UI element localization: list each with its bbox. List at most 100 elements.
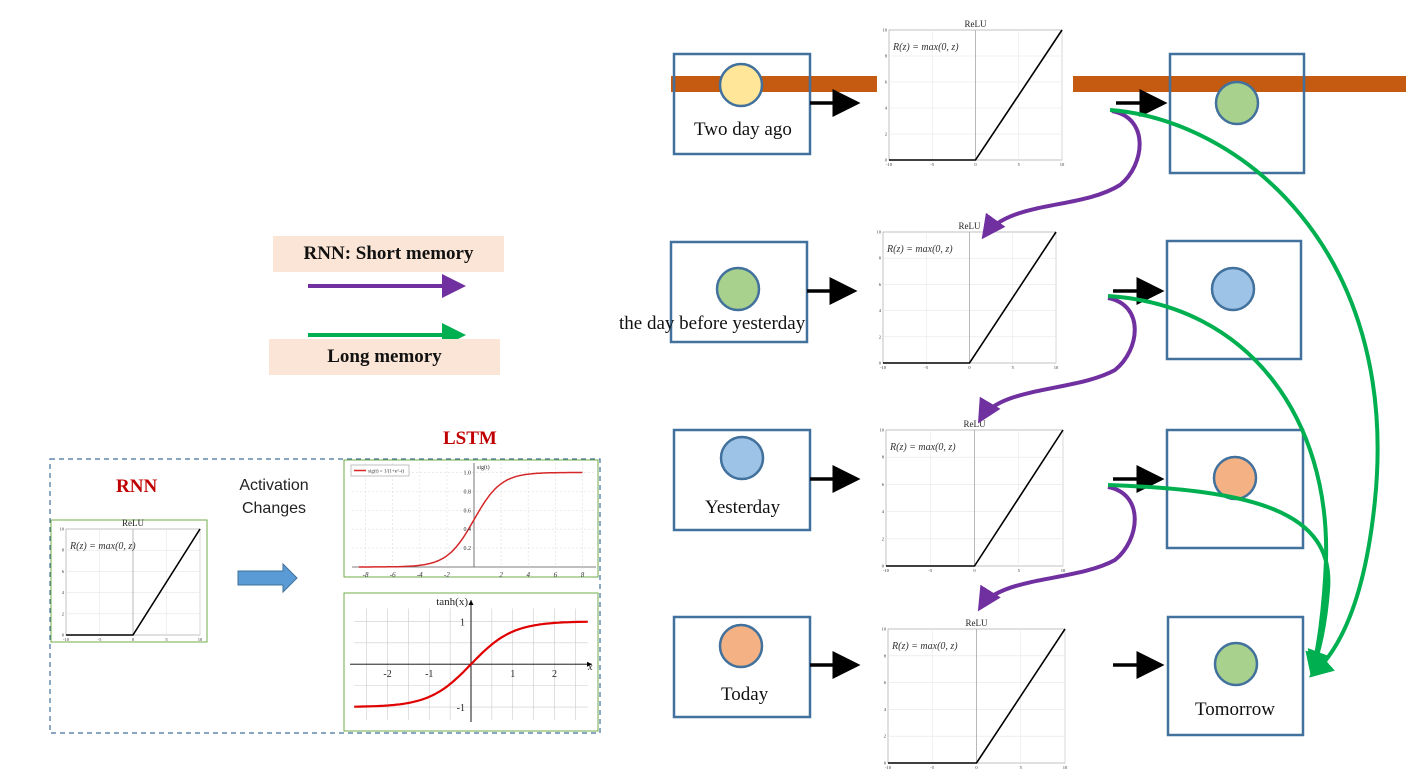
relu-formula: R(z) = max(0, z)	[892, 42, 959, 53]
relu-curve	[889, 29, 1063, 161]
relu-curve	[883, 231, 1057, 364]
sigmoid-x-tick: -2	[444, 571, 450, 579]
relu-x-tick: -10	[886, 162, 893, 167]
relu-y-tick: 6	[885, 80, 888, 85]
sigmoid-legend: sig(t) = 1/(1+e^-t)	[368, 470, 404, 475]
day-state-circle	[719, 435, 765, 481]
long-memory-curves	[1107, 108, 1380, 678]
relu-y-tick: 0	[884, 761, 887, 766]
tanh-curve	[354, 620, 588, 708]
relu-y-tick: 8	[62, 548, 65, 553]
short-memory-curves	[977, 109, 1142, 612]
relu-title: ReLU	[959, 221, 981, 231]
tanh-x-tick: -2	[383, 669, 391, 680]
tanh-x-tick: 1	[510, 669, 515, 680]
relu-x-tick: 0	[974, 162, 977, 167]
relu-curve	[886, 429, 1064, 567]
short-memory-legend-label: RNN: Short memory	[273, 236, 504, 272]
relu-y-tick: 10	[880, 428, 885, 433]
output-box	[1165, 239, 1303, 361]
relu-x-tick: 5	[1018, 568, 1021, 573]
output-arrows	[1113, 89, 1168, 679]
lstm-title: LSTM	[443, 428, 497, 449]
relu-curve	[66, 528, 201, 636]
relu-x-tick: 0	[968, 365, 971, 370]
relu-y-tick: 2	[62, 611, 64, 616]
relu-y-tick: 6	[884, 680, 887, 685]
day-label-yesterday: Yesterday	[705, 497, 781, 518]
output-state-circle	[1213, 641, 1259, 687]
relu-y-tick: 2	[882, 536, 884, 541]
relu-x-tick: 0	[973, 568, 976, 573]
day-input-box	[669, 240, 809, 344]
sigmoid-y-tick: 0.8	[464, 489, 472, 495]
relu-x-tick: 0	[975, 765, 978, 770]
output-label-tomorrow: Tomorrow	[1195, 699, 1275, 720]
sigmoid-x-tick: -6	[390, 571, 396, 579]
tanh-x-tick: -1	[425, 669, 433, 680]
activation-line-1: Activation	[239, 477, 309, 494]
relu-formula: R(z) = max(0, z)	[886, 244, 953, 255]
output-box	[1166, 615, 1305, 737]
relu-x-tick: -5	[930, 765, 934, 770]
sigmoid-y-tick: 1.0	[464, 470, 472, 476]
relu-x-tick: -5	[924, 365, 928, 370]
relu-y-tick: 6	[882, 482, 885, 487]
relu-title: ReLU	[965, 19, 987, 29]
relu-x-tick: -10	[883, 568, 890, 573]
relu-x-tick: -5	[928, 568, 932, 573]
relu-y-tick: 8	[882, 455, 885, 460]
output-state-circle	[1214, 80, 1260, 126]
sigmoid-y-tick: 0.4	[464, 527, 472, 533]
activation-comparison-panel	[49, 458, 601, 734]
relu-y-tick: 10	[877, 230, 882, 235]
day-label-two-day-ago: Two day ago	[694, 119, 792, 140]
relu-y-tick: 8	[884, 653, 887, 658]
relu-formula: R(z) = max(0, z)	[889, 442, 956, 453]
day-input-box	[672, 428, 812, 532]
sigmoid-x-tick: 6	[554, 571, 558, 579]
relu-title: ReLU	[966, 618, 988, 628]
sigmoid-curve	[358, 471, 583, 568]
relu-formula: R(z) = max(0, z)	[891, 641, 958, 652]
relu-y-tick: 6	[62, 569, 65, 574]
relu-x-tick: 5	[1020, 765, 1023, 770]
relu-y-tick: 0	[882, 564, 885, 569]
sigmoid-y-tick: 0.6	[464, 508, 472, 514]
relu-y-tick: 4	[884, 707, 887, 712]
tanh-x-label: x	[587, 662, 593, 673]
activation-changes-label: Activation Changes	[224, 474, 324, 520]
tanh-y-label: tanh(x)	[436, 596, 468, 608]
relu-x-tick: 5	[1018, 162, 1021, 167]
relu-y-tick: 0	[62, 633, 65, 638]
sigmoid-x-tick: -4	[417, 571, 423, 579]
sigmoid-x-tick: 8	[581, 571, 585, 579]
relu-x-tick: 0	[132, 637, 135, 642]
relu-y-tick: 4	[885, 106, 888, 111]
relu-curve	[888, 628, 1066, 764]
relu-y-tick: 10	[60, 527, 65, 532]
relu-y-tick: 0	[879, 361, 882, 366]
long-memory-bar-left	[671, 76, 877, 92]
relu-title: ReLU	[122, 518, 144, 528]
relu-x-tick: -10	[63, 637, 70, 642]
long-memory-legend-label: Long memory	[269, 339, 500, 375]
activation-line-2: Changes	[241, 500, 307, 517]
output-box	[1168, 52, 1306, 175]
input-arrows	[807, 89, 861, 679]
day-label-today: Today	[721, 684, 769, 705]
sigmoid-y-tick: 0.2	[464, 546, 472, 552]
sigmoid-x-tick: 4	[526, 571, 530, 579]
day-input-box	[672, 615, 812, 719]
day-label-day-before-yesterday: the day before yesterday	[619, 313, 806, 334]
relu-y-tick: 10	[882, 627, 887, 632]
activation-change-block-arrow	[237, 562, 298, 594]
output-state-circle	[1212, 455, 1258, 501]
relu-formula: R(z) = max(0, z)	[69, 541, 136, 552]
tanh-y-tick: 1	[460, 617, 465, 628]
tanh-y-tick: -1	[457, 703, 465, 714]
sigmoid-y-label: sig(t)	[477, 464, 490, 471]
